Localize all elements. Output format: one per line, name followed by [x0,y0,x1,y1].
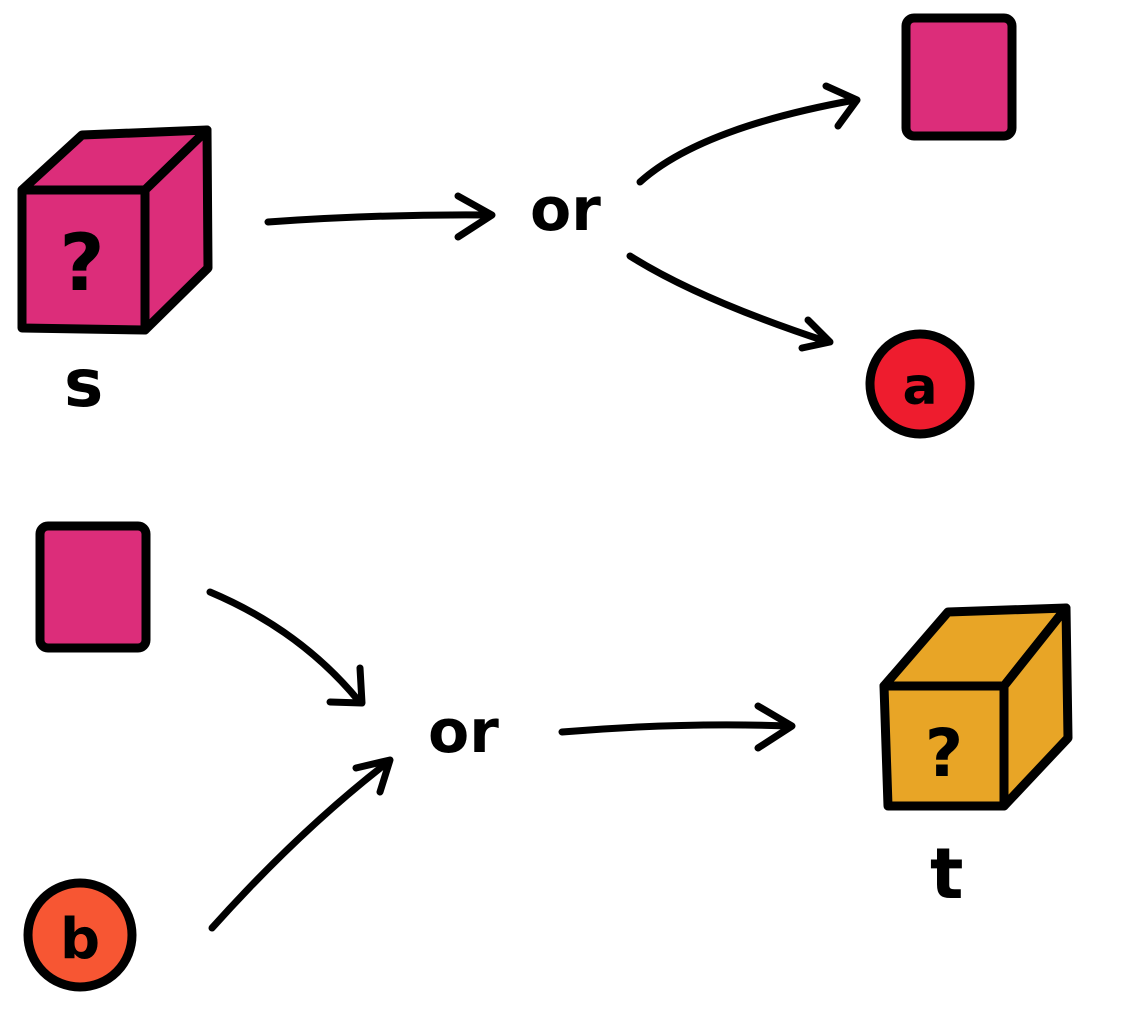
arrow-source-to-or-head [454,192,496,241]
target-cube-symbol: ? [925,715,963,792]
input-block [35,521,151,653]
output-block [901,13,1017,141]
arrow-or-to-target-head [754,702,796,752]
token-a-circle [865,329,975,439]
arrow-source-to-or [264,211,494,226]
token-b-circle [23,878,137,992]
arrow-block-to-or [206,588,362,704]
target-cube-front-face [879,681,1009,811]
token-a-letter: a [902,357,937,417]
target-label: t [930,833,963,915]
source-cube-symbol: ? [59,219,104,309]
source-cube-front-face [17,185,150,335]
arrow-or-to-token-a [626,252,832,346]
arrow-token-b-to-or-head [352,756,394,796]
arrow-or-to-target [558,721,794,736]
token-a: a [865,329,975,439]
source-cube: ? [17,125,213,335]
target-cube: ? [879,603,1073,811]
arrow-or-to-token-a-head [798,316,834,352]
arrow-block-to-or-head [326,664,366,707]
arrow-or-to-block [636,96,859,186]
token-b-letter: b [60,907,100,972]
bottom-or-label: or [428,697,499,767]
source-label: s [64,345,103,422]
arrow-token-b-to-or [208,758,392,932]
arrow-or-to-block-head [822,82,861,130]
top-or-label: or [530,175,601,245]
token-b: b [23,878,137,992]
